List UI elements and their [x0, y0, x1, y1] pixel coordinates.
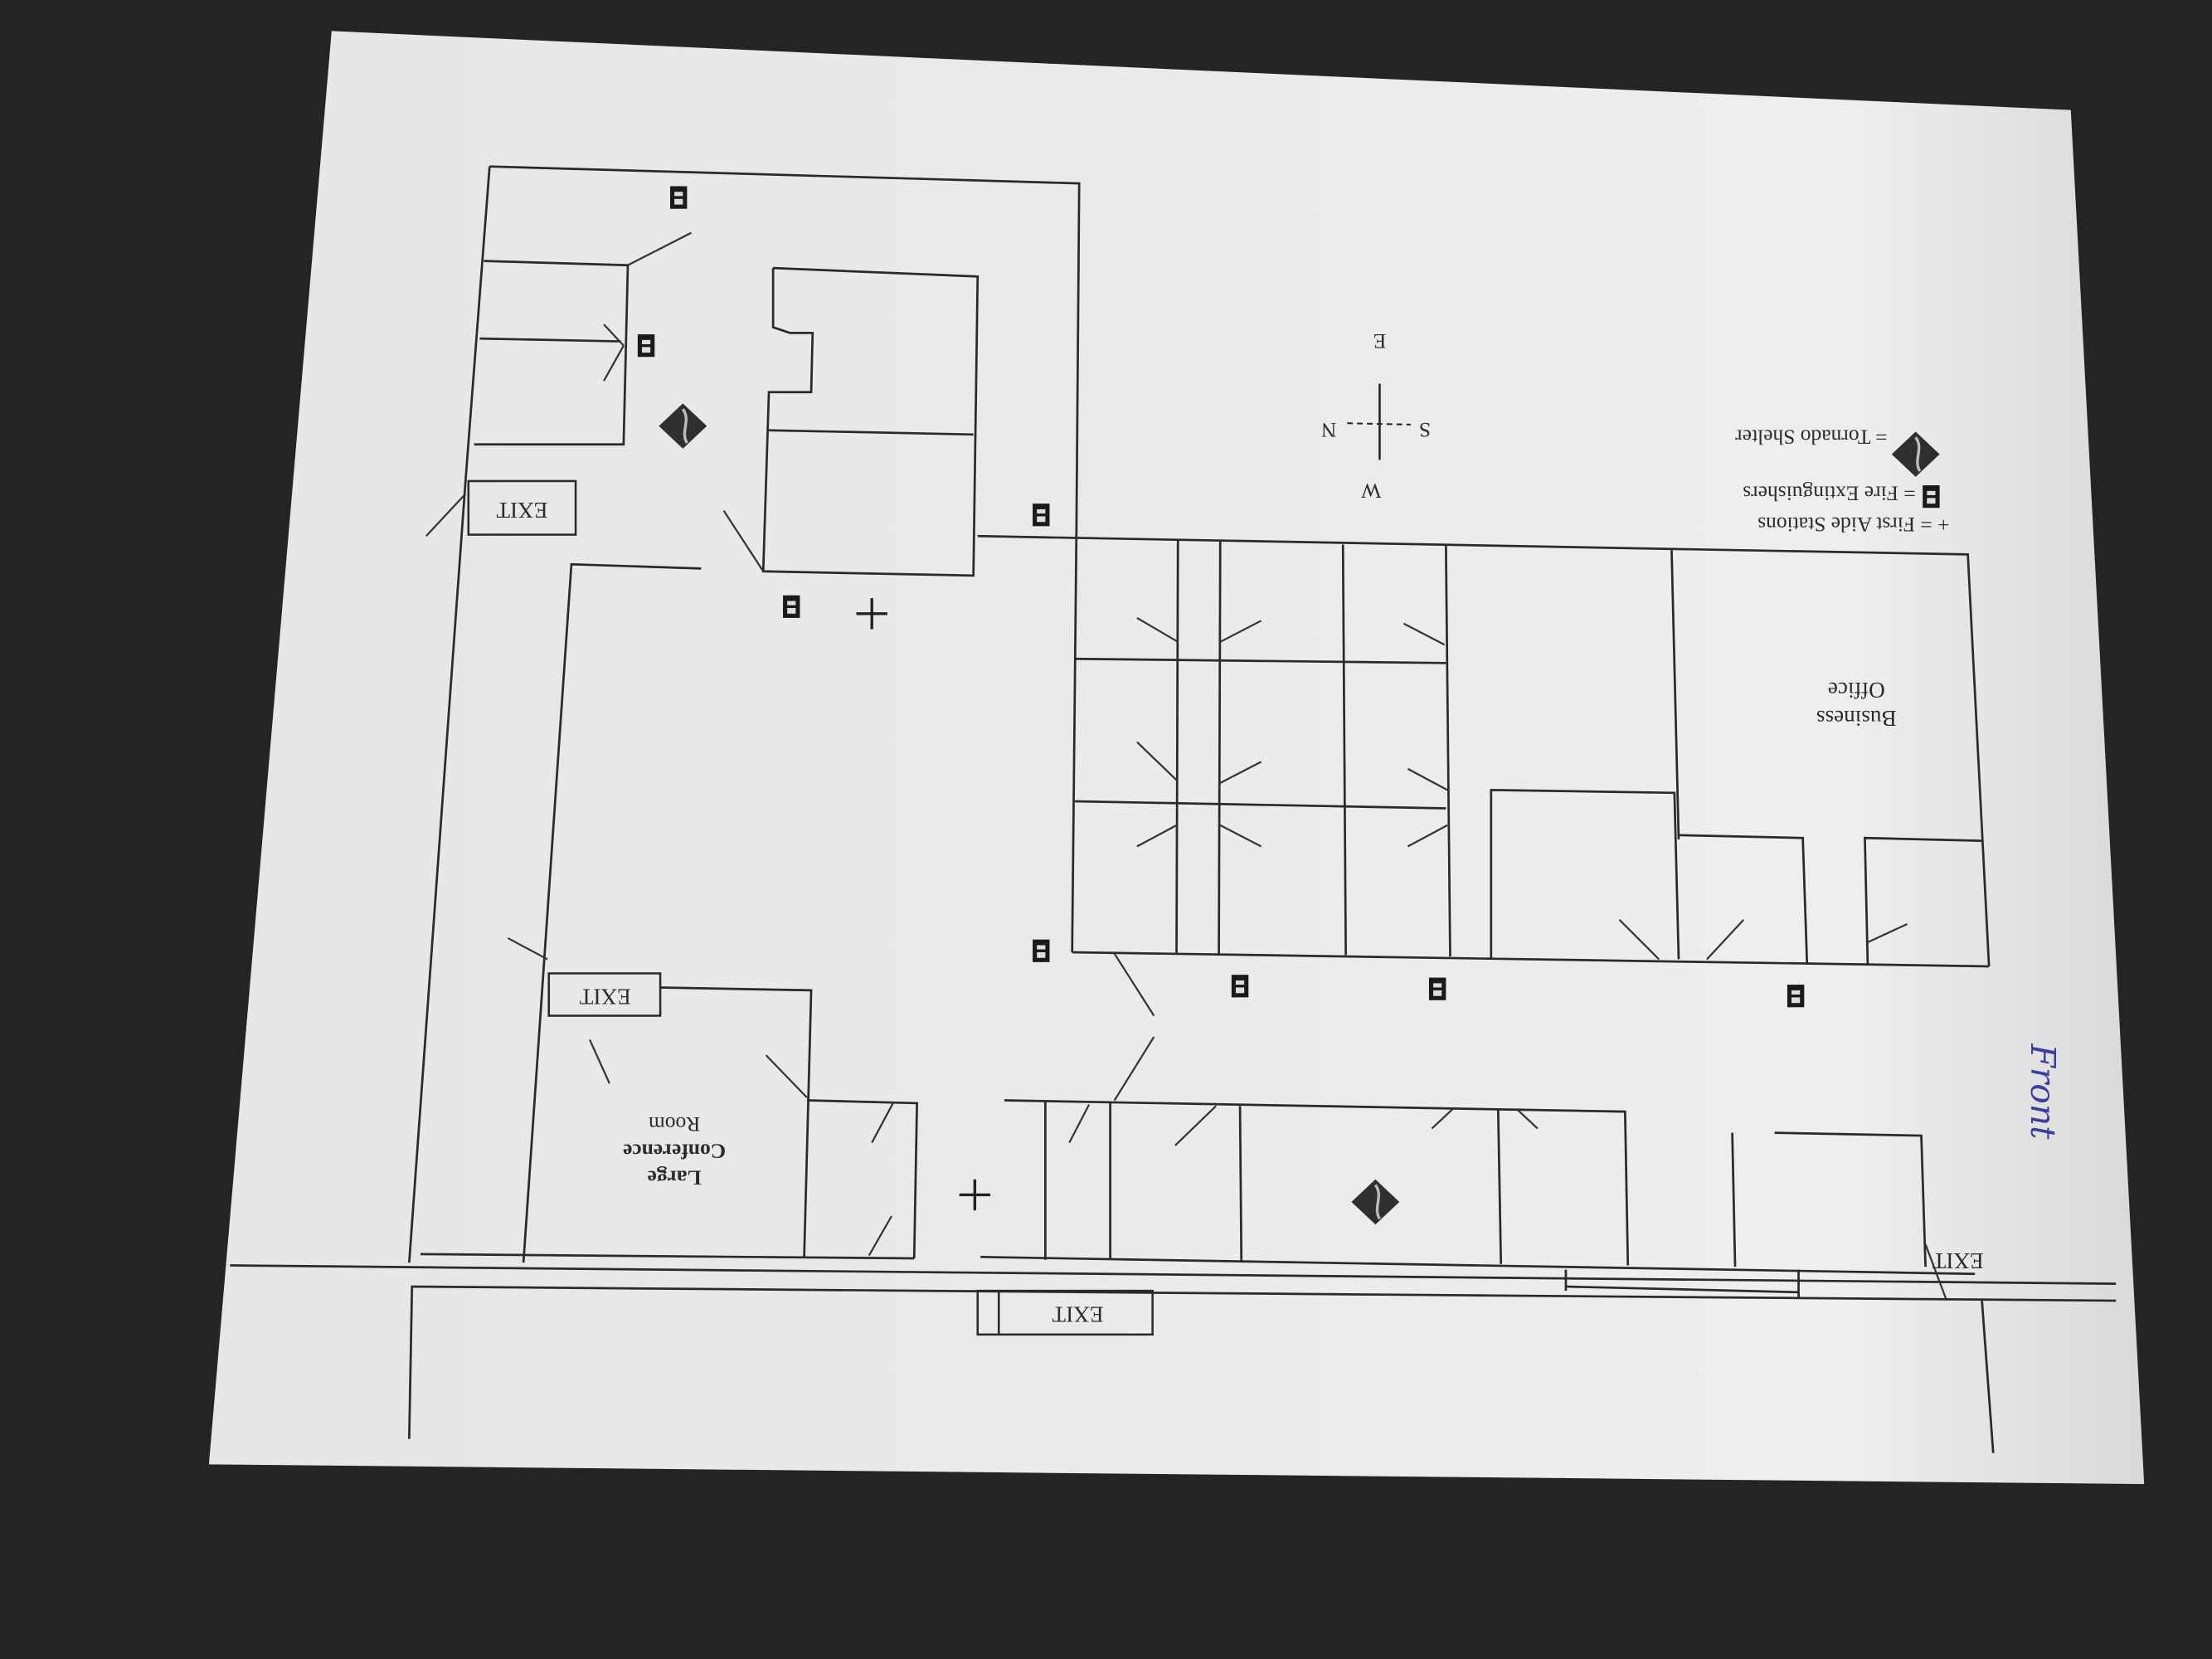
first-aid-icons [856, 598, 991, 1211]
fire-extinguisher-icon [783, 595, 800, 618]
business-office-label: Office [1828, 678, 1885, 703]
conference-room-label: Large [648, 1166, 702, 1190]
business-office-label: Business [1816, 706, 1897, 731]
compass-e: E [1373, 329, 1387, 353]
fire-extinguisher-icon [1428, 977, 1446, 1000]
fire-extinguisher-icon [1923, 485, 1940, 508]
compass-n: N [1321, 418, 1336, 442]
door-swings [425, 231, 1948, 1301]
handwritten-front-note: Front [2023, 1044, 2063, 1141]
room-labels: Business Office Large Conference Room [623, 678, 1897, 1190]
compass: N S E W [1321, 329, 1431, 503]
fire-extinguisher-icon [1033, 504, 1050, 527]
first-aid-icon [959, 1179, 991, 1211]
fire-extinguisher-icon [1231, 975, 1249, 998]
compass-w: W [1360, 479, 1381, 503]
first-aid-icon [856, 598, 887, 630]
walls [230, 165, 2117, 1453]
conference-room-label: Room [649, 1112, 701, 1136]
compass-s: S [1419, 418, 1431, 442]
conference-room-label: Conference [623, 1139, 726, 1163]
exit-label: EXIT [579, 985, 630, 1010]
legend-tornado: = Tornado Shelter [1735, 426, 1888, 450]
exit-signs: EXIT EXIT EXIT EXIT [467, 479, 1984, 1336]
exit-label: EXIT [1052, 1301, 1103, 1326]
legend-fire-ext: = Fire Extinguishers [1743, 482, 1915, 506]
fire-extinguisher-icon [669, 186, 688, 209]
fire-extinguisher-icon [1787, 985, 1805, 1008]
legend-first-aid: + = First Aide Stations [1757, 513, 1949, 537]
exit-label: EXIT [1932, 1248, 1983, 1273]
fire-extinguisher-icon [637, 334, 655, 358]
fire-extinguisher-icon [1033, 939, 1050, 962]
legend: + = First Aide Stations = Fire Extinguis… [1735, 426, 1950, 537]
exit-label: EXIT [496, 498, 547, 523]
